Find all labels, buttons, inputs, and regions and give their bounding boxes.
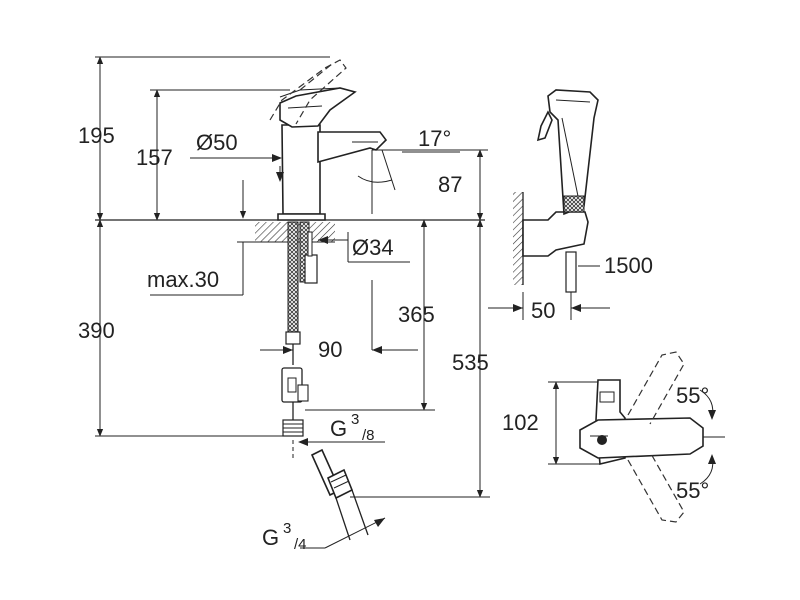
svg-text:3: 3 — [351, 411, 359, 428]
dim-55-up: 55° — [676, 383, 709, 408]
lever-rotation-view — [548, 351, 725, 523]
svg-text:/8: /8 — [362, 427, 375, 444]
dim-365: 365 — [398, 302, 435, 327]
dim-50-wall: 50 — [531, 298, 555, 323]
svg-text:G: G — [262, 525, 279, 550]
supply-hose-left — [287, 221, 299, 333]
dimension-labels: 195 157 Ø50 17° 87 Ø34 max.30 365 390 90… — [78, 123, 709, 553]
faucet-dimension-lines — [95, 56, 490, 549]
dim-34-diameter: Ø34 — [352, 235, 394, 260]
lever-raised-outline — [269, 59, 347, 125]
dim-50-diameter: Ø50 — [196, 130, 238, 155]
dim-157: 157 — [136, 145, 173, 170]
dim-102: 102 — [502, 410, 539, 435]
dim-535: 535 — [452, 350, 489, 375]
thread-g34-label: G 3 /4 — [262, 520, 307, 553]
drain-connection — [310, 448, 369, 541]
wall-hatch — [513, 192, 523, 285]
faucet-spout — [317, 131, 388, 164]
dim-55-down: 55° — [676, 478, 709, 503]
lever-rotated-up — [627, 351, 685, 425]
faucet-assembly — [95, 59, 485, 541]
dim-195: 195 — [78, 123, 115, 148]
thread-g38-label: G 3 /8 — [330, 411, 375, 444]
dim-87: 87 — [438, 172, 462, 197]
svg-text:/4: /4 — [294, 536, 307, 553]
shower-handset — [547, 89, 599, 216]
bidet-shower-set — [488, 89, 610, 320]
svg-text:G: G — [330, 416, 347, 441]
faucet-body — [281, 124, 321, 215]
dim-max30: max.30 — [147, 267, 219, 292]
shower-holder — [522, 211, 589, 257]
svg-text:3: 3 — [283, 520, 291, 537]
dim-1500: 1500 — [604, 253, 653, 278]
lever-handle-top — [579, 417, 704, 459]
lever-rotated-down — [627, 451, 685, 523]
dim-90: 90 — [318, 337, 342, 362]
dim-390: 390 — [78, 318, 115, 343]
dim-17-degrees: 17° — [418, 126, 451, 151]
faucet-lever — [279, 87, 357, 128]
